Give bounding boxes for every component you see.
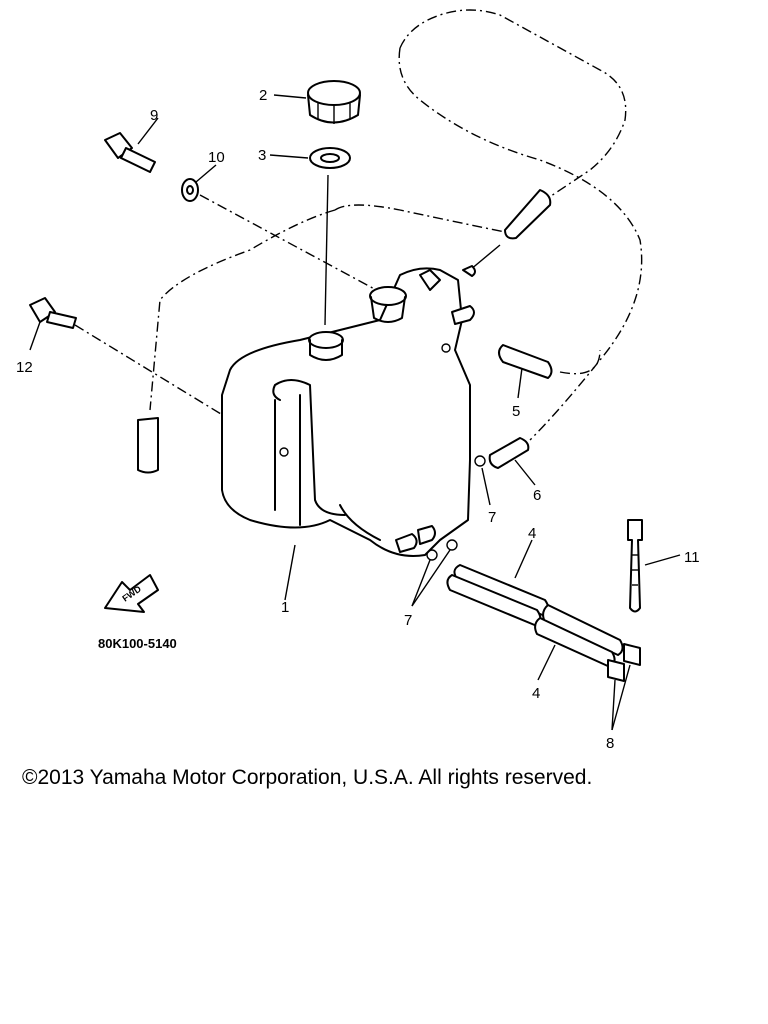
- filler-cap: [307, 80, 361, 124]
- parts-diagram: FWD 1 2 3 4 4 5 6 7 7 8 9 10 11 12 80K10…: [16, 9, 700, 752]
- copyright-notice: ©2013 Yamaha Motor Corporation, U.S.A. A…: [22, 766, 593, 789]
- leader-line: [199, 194, 381, 293]
- callout-5: 5: [512, 403, 520, 420]
- hose-clamp: [607, 643, 641, 682]
- callout-6: 6: [533, 487, 541, 504]
- callout-12: 12: [16, 359, 33, 376]
- hose-clip: [446, 539, 458, 551]
- callout-9: 9: [150, 107, 158, 124]
- vent-hose: [137, 417, 159, 474]
- gasket: [309, 147, 351, 169]
- callout-7: 7: [404, 612, 412, 629]
- callout-10: 10: [208, 149, 225, 166]
- callout-11: 11: [684, 549, 700, 566]
- hose-clip: [426, 549, 438, 561]
- hose-4: [534, 604, 624, 668]
- callout-7: 7: [488, 509, 496, 526]
- callout-4: 4: [532, 685, 540, 702]
- drawing-code: 80K100-5140: [98, 636, 177, 651]
- hose-4: [446, 564, 550, 627]
- vent-hose: [504, 189, 552, 240]
- bolt-left: [29, 297, 77, 329]
- washer: [181, 178, 199, 202]
- hose-routing-line: [559, 349, 601, 375]
- hose-routing-line: [334, 204, 521, 236]
- leader-line: [469, 244, 501, 271]
- hose-routing-line: [149, 209, 336, 411]
- callout-8: 8: [606, 735, 614, 752]
- callout-4: 4: [528, 525, 536, 542]
- hose-routing-line: [398, 47, 643, 441]
- hose-5: [498, 344, 553, 379]
- hose-routing-line: [399, 9, 627, 201]
- callout-3: 3: [258, 147, 266, 164]
- leader-line: [324, 174, 329, 326]
- bolt: [104, 132, 156, 173]
- hose-6: [488, 437, 530, 469]
- fwd-arrow-icon: FWD: [104, 574, 159, 613]
- oil-tank: [221, 265, 476, 557]
- hose-clip: [474, 455, 486, 467]
- cable-band: [627, 519, 643, 613]
- callout-2: 2: [259, 87, 267, 104]
- callout-1: 1: [281, 599, 289, 616]
